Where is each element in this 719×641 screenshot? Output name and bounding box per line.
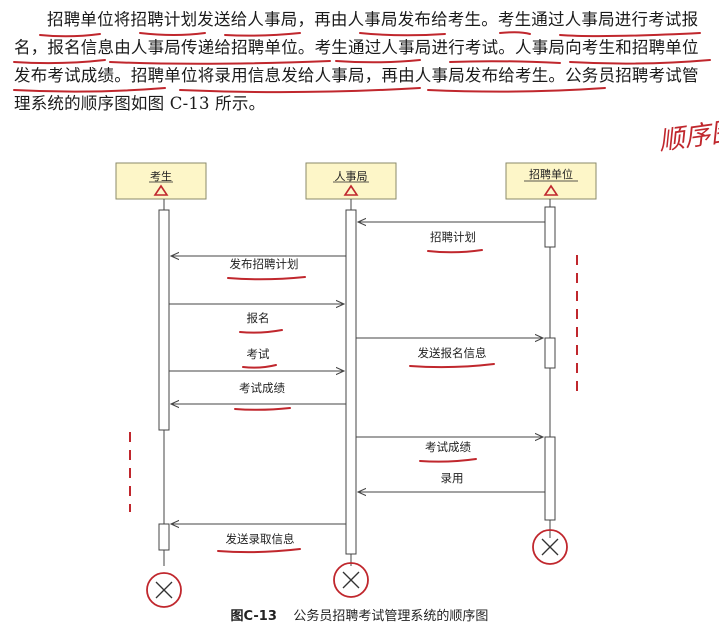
message-label: 考试 [247,347,270,361]
message-1: 招聘计划 [358,222,545,254]
actor-bureau: 人事局 [305,162,397,200]
paragraph-underline-annotations [13,31,711,94]
message-label: 发布招聘计划 [230,257,299,271]
caption-prefix: 图C-13 [230,609,277,624]
annotation-mark [153,184,169,196]
margin-note: 顺序图 [657,116,719,157]
destroy-employer [532,529,568,565]
figure-caption: 图C-13 公务员招聘考试管理系统的顺序图 [0,605,719,624]
actor-label-candidate: 考生 [150,169,172,183]
actor-candidate: 考生 [115,162,207,200]
message-7: 考试成绩 [356,437,543,463]
message-label: 报名 [247,311,270,325]
message-label: 考试成绩 [425,440,471,454]
message-label: 发送报名信息 [418,346,487,360]
actor-employer: 招聘单位 [505,162,597,200]
activation-employer-2 [544,337,556,369]
activation-candidate-2 [158,523,170,551]
annotation-mark [343,184,359,196]
destroy-bureau [333,562,369,598]
message-9: 发送录取信息 [171,524,346,554]
actor-label-employer: 招聘单位 [529,167,573,181]
message-label: 录用 [441,471,464,485]
activation-employer-1 [544,206,556,248]
destroy-candidate [146,572,182,608]
activation-bureau [345,209,357,555]
message-8: 录用 [358,471,545,492]
message-5: 考试 [169,347,344,371]
message-2: 发布招聘计划 [171,256,346,281]
message-label: 发送录取信息 [226,532,295,546]
message-4: 发送报名信息 [356,338,543,369]
message-6: 考试成绩 [171,381,346,411]
caption-text: 公务员招聘考试管理系统的顺序图 [293,609,489,624]
activation-candidate-1 [158,209,170,431]
message-label: 考试成绩 [239,381,285,395]
description-paragraph: 招聘单位将招聘计划发送给人事局，再由人事局发布给考生。考生通过人事局进行考试报名… [14,10,699,113]
activation-employer-3 [544,436,556,521]
actor-label-bureau: 人事局 [335,170,368,183]
annotation-mark [543,184,559,196]
message-3: 报名 [169,304,344,334]
message-label: 招聘计划 [430,230,476,244]
